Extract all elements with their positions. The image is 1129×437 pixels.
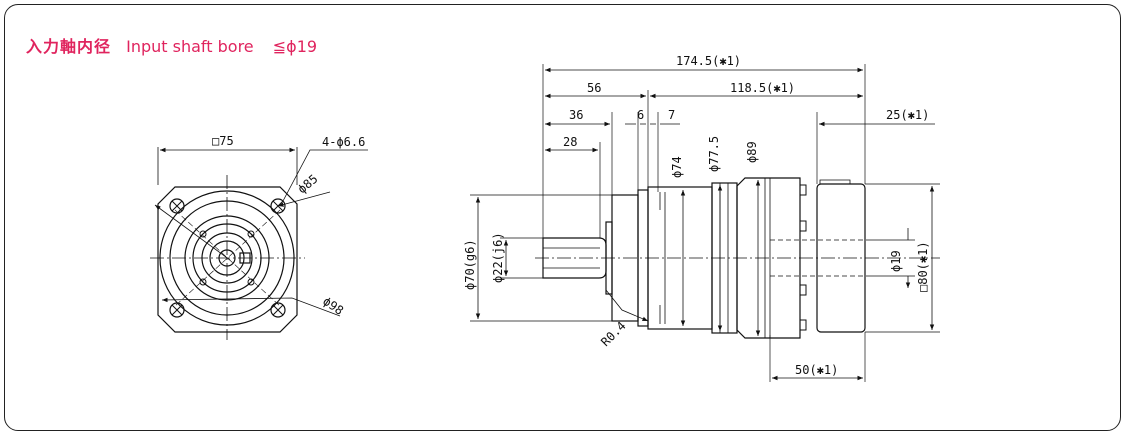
front-view: [150, 147, 368, 340]
drawing-title: 入力軸内径 Input shaft bore ≦ϕ19: [26, 33, 317, 57]
title-en: Input shaft bore: [126, 37, 254, 56]
flange-outline: [157, 186, 298, 333]
dim-25: 25(✱1): [886, 108, 929, 122]
dim-phi19: ϕ19: [889, 250, 903, 272]
dim-r04: R0.4: [598, 319, 628, 349]
dim-7: 7: [668, 108, 675, 122]
dim-phi89: ϕ89: [745, 141, 759, 163]
title-jp: 入力軸内径: [26, 37, 112, 56]
dim-6: 6: [637, 108, 644, 122]
dim-phi70: ϕ70(g6): [463, 239, 477, 290]
dim-28: 28: [563, 135, 577, 149]
dim-50: 50(✱1): [795, 363, 838, 377]
dim-118: 118.5(✱1): [730, 81, 795, 95]
dim-56: 56: [587, 81, 601, 95]
dim-phi74: ϕ74: [670, 156, 684, 178]
drawing-frame: [4, 4, 1121, 431]
dim-sq80: □80(✱1): [916, 241, 930, 292]
dim-holes: 4-ϕ6.6: [322, 135, 365, 149]
dim-pcd-85: ϕ85: [295, 172, 321, 197]
title-spec: ≦ϕ19: [272, 37, 318, 56]
side-view: [470, 64, 940, 382]
dim-phi775: ϕ77.5: [707, 136, 721, 172]
dim-total: 174.5(✱1): [676, 54, 741, 68]
output-flange: [736, 177, 801, 339]
dim-phi22: ϕ22(j6): [491, 232, 505, 283]
dim-outer-98: ϕ98: [320, 294, 346, 318]
dim-square-75: □75: [212, 134, 234, 148]
dim-36: 36: [569, 108, 583, 122]
